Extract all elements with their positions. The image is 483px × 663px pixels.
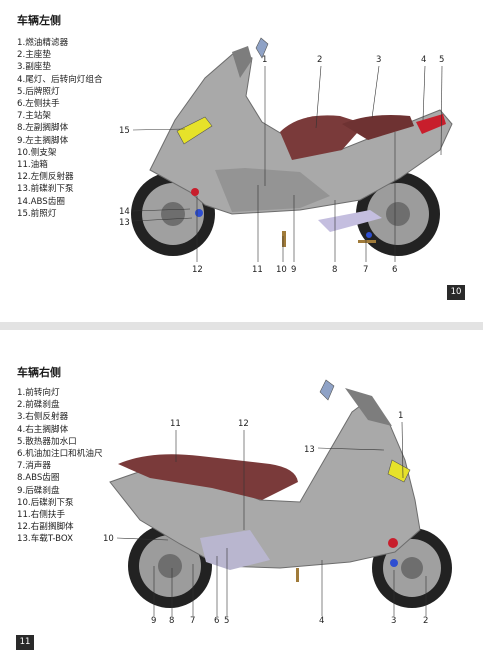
list-item: 3.副座垫 — [17, 62, 51, 73]
callout-3: 3 — [391, 616, 396, 626]
callout-4: 4 — [319, 616, 324, 626]
list-item: 12.左侧反射器 — [17, 172, 74, 183]
seat — [280, 115, 365, 160]
callout-11: 11 — [170, 419, 181, 429]
list-item: 8.ABS齿圈 — [17, 473, 60, 484]
rear-wheel — [128, 524, 212, 608]
list-item: 13.前碟刹下泵 — [17, 184, 74, 195]
callout-11: 11 — [252, 265, 263, 275]
list-item: 1.燃油精滤器 — [17, 38, 69, 48]
callout-4: 4 — [421, 55, 426, 65]
list-item: 3.右侧反射器 — [17, 412, 69, 423]
list-item: 2.主座垫 — [17, 50, 51, 61]
list-item: 10.侧支架 — [17, 147, 57, 158]
list-item: 8.左副搁脚体 — [17, 123, 69, 134]
callout-7: 7 — [190, 616, 195, 626]
callout-2: 2 — [317, 55, 322, 65]
page-number: 11 — [16, 635, 34, 650]
page-title-right-side: 车辆右侧 — [17, 366, 61, 379]
callout-6: 6 — [214, 616, 219, 626]
callout-14: 14 — [119, 207, 130, 217]
list-item: 9.左主搁脚体 — [17, 135, 69, 146]
callout-5: 5 — [224, 616, 229, 626]
list-item: 4.右主搁脚体 — [17, 424, 69, 435]
list-item: 13.车载T-BOX — [17, 534, 73, 545]
list-item: 15.前照灯 — [17, 208, 57, 219]
list-item: 7.主站架 — [17, 111, 51, 122]
callout-8: 8 — [332, 265, 337, 275]
callout-7: 7 — [363, 265, 368, 275]
headlight — [176, 116, 213, 145]
callout-15: 15 — [119, 126, 130, 136]
callout-13: 13 — [304, 445, 315, 455]
callout-5: 5 — [439, 55, 444, 65]
list-item: 1.前转向灯 — [17, 388, 60, 398]
callout-2: 2 — [423, 616, 428, 626]
list-item: 5.散热器加水口 — [17, 436, 77, 447]
seat — [118, 454, 298, 500]
rear-seat — [342, 115, 414, 140]
callout-9: 9 — [151, 616, 156, 626]
list-item: 7.消声器 — [17, 461, 51, 472]
list-item: 4.尾灯、后转向灯组合 — [17, 74, 103, 85]
list-item: 12.右副搁脚体 — [17, 522, 74, 533]
callout-1: 1 — [262, 55, 267, 65]
rear-wheel — [356, 172, 440, 256]
parts-list-right: 1.前转向灯 2.前碟刹盘 3.右侧反射器 4.右主搁脚体 5.散热器加水口 6… — [17, 387, 103, 546]
scooter-left-illustration: 1 2 3 4 5 15 14 13 12 11 10 9 8 7 6 — [119, 37, 453, 275]
parts-list-left: 1.燃油精滤器 2.主座垫 3.副座垫 4.尾灯、后转向灯组合 5.后牌照灯 6… — [17, 37, 103, 220]
list-item: 11.油箱 — [17, 160, 48, 171]
page-divider — [0, 322, 483, 330]
page-title-left-side: 车辆左侧 — [17, 14, 61, 27]
page-number: 10 — [447, 285, 465, 300]
list-item: 14.ABS齿圈 — [17, 196, 65, 207]
list-item: 6.左侧扶手 — [17, 99, 60, 110]
list-item: 9.后碟刹盘 — [17, 485, 60, 496]
list-item: 2.前碟刹盘 — [17, 400, 60, 411]
scooter-right-illustration: 11 12 1 13 10 9 8 7 6 5 4 3 2 — [103, 379, 452, 626]
list-item: 10.后碟刹下泵 — [17, 497, 74, 508]
front-turn-signal — [387, 459, 411, 483]
callout-10: 10 — [103, 534, 114, 544]
callout-8: 8 — [169, 616, 174, 626]
callout-12: 12 — [238, 419, 249, 429]
callout-1: 1 — [398, 411, 403, 421]
callout-12: 12 — [192, 265, 203, 275]
callout-10: 10 — [276, 265, 287, 275]
callout-9: 9 — [291, 265, 296, 275]
callout-6: 6 — [392, 265, 397, 275]
callout-13: 13 — [119, 218, 130, 228]
callout-3: 3 — [376, 55, 381, 65]
list-item: 5.后牌照灯 — [17, 86, 60, 97]
list-item: 11.右侧扶手 — [17, 510, 66, 521]
tail-light — [416, 114, 446, 134]
list-item: 6.机油加注口和机油尺 — [17, 449, 103, 460]
